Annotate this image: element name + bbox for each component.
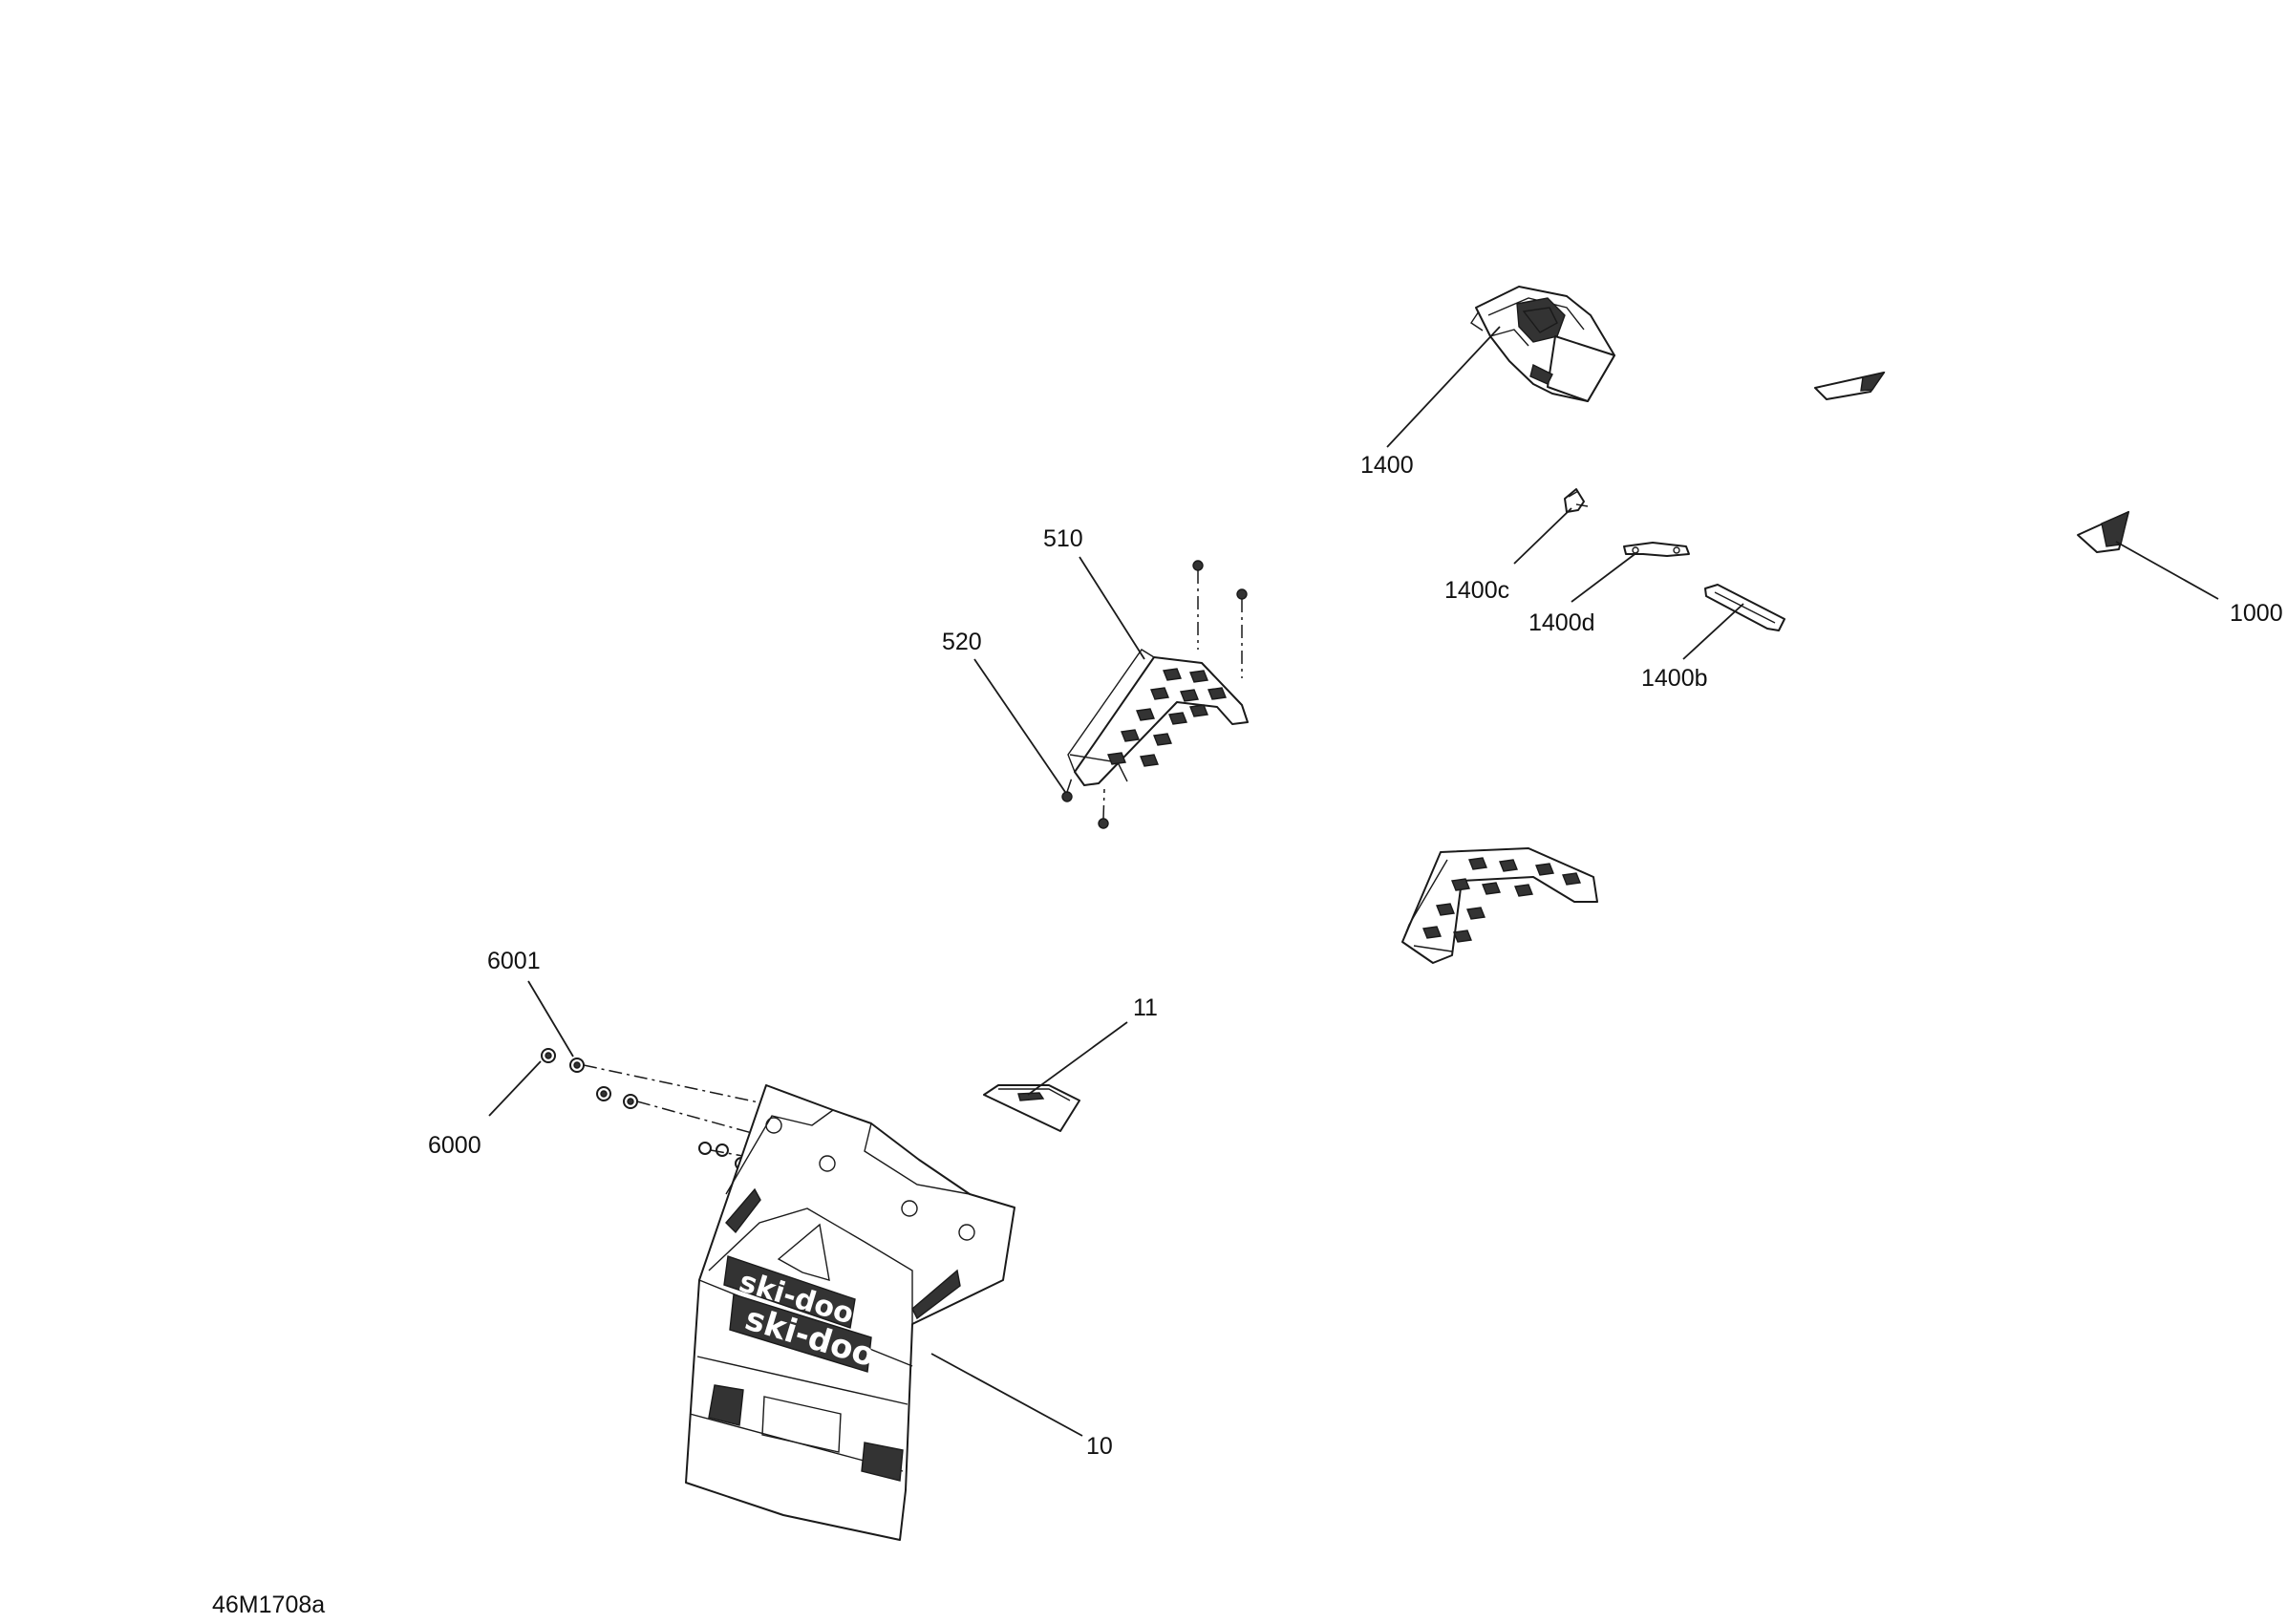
- callout-11: 11: [1133, 994, 1158, 1021]
- screw-icon: [1236, 588, 1248, 600]
- part-1400d-bracket: [1623, 542, 1690, 557]
- part-decal-upper: [1814, 371, 1886, 400]
- callout-1400d: 1400d: [1528, 609, 1595, 636]
- part-11-panel: [983, 1084, 1080, 1132]
- figure-code: 46M1708a: [212, 1592, 325, 1618]
- part-1000-decal: [2077, 510, 2129, 553]
- leader-1400b: [1682, 603, 1744, 660]
- callout-510: 510: [1043, 525, 1083, 552]
- callout-6000: 6000: [428, 1132, 481, 1159]
- part-520-nuts: [1061, 777, 1109, 829]
- callout-1000: 1000: [2230, 600, 2283, 627]
- part-510-footrest: [1067, 560, 1249, 786]
- leader-11: [1027, 1021, 1128, 1096]
- leader-10: [930, 1353, 1083, 1437]
- callout-labels: 1400 1400c 1400d 1400b 1000 510 520 6001…: [428, 452, 2283, 1460]
- callout-6001: 6001: [487, 948, 541, 974]
- part-10-front-panel: ski-doo ski-doo: [685, 1084, 1015, 1541]
- callout-520: 520: [942, 629, 982, 655]
- leader-lines: [488, 326, 2219, 1437]
- leader-6000: [488, 1060, 542, 1117]
- nut-icon: [698, 1142, 712, 1155]
- part-1400b-strip: [1704, 584, 1785, 631]
- leader-1000: [2115, 541, 2219, 600]
- leader-1400: [1386, 326, 1501, 448]
- leader-520: [973, 658, 1066, 793]
- nut-icon: [1098, 818, 1109, 829]
- leader-1400d: [1571, 551, 1638, 603]
- callout-1400b: 1400b: [1641, 665, 1708, 692]
- nut-icon: [716, 1143, 729, 1157]
- part-1400-housing: [1470, 286, 1615, 402]
- callout-1400: 1400: [1360, 452, 1414, 479]
- part-footrest-right: [1401, 847, 1598, 964]
- screw-icon: [1192, 560, 1204, 571]
- leader-510: [1079, 556, 1145, 660]
- callout-1400c: 1400c: [1444, 577, 1509, 604]
- leader-1400c: [1513, 507, 1572, 565]
- callout-10: 10: [1086, 1433, 1113, 1460]
- part-1400c-clip: [1564, 488, 1589, 513]
- leader-6001: [527, 980, 574, 1058]
- nut-icon: [1061, 791, 1073, 802]
